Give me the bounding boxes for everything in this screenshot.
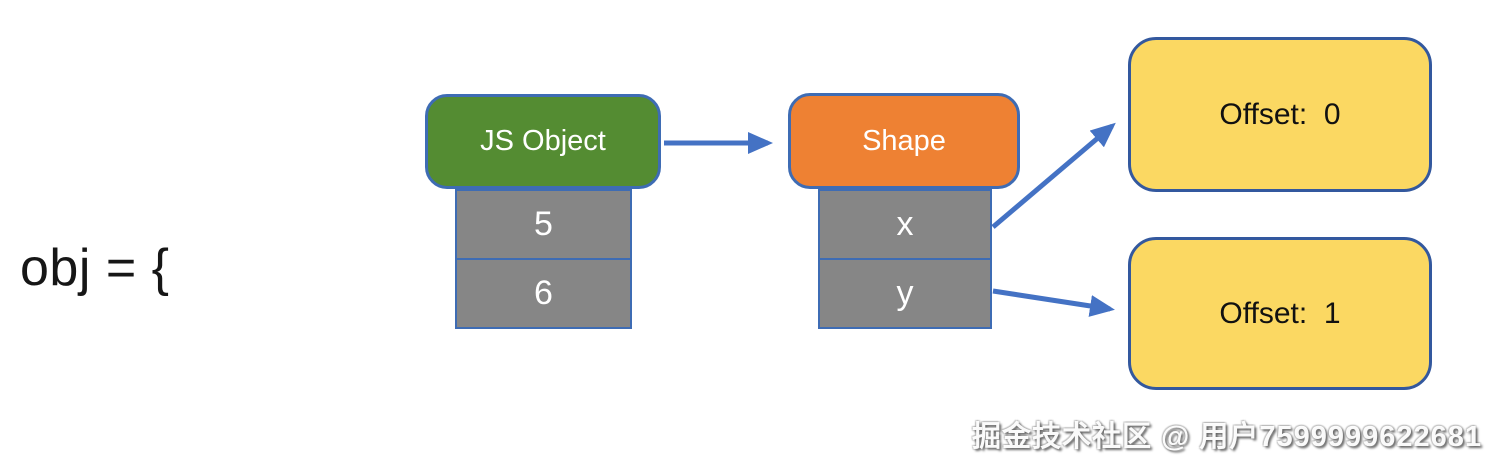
js-object-label: JS Object [480,125,606,157]
js-object-slot-0: 5 [455,189,632,260]
js-object-slot-1: 6 [455,258,632,329]
offset-1-node: Offset: 1 [1128,237,1432,390]
watermark: 掘金技术社区 @ 用户7599999622681 [971,421,1482,453]
js-object-slots: 5 6 [455,189,632,329]
offset-0-node: Offset: 0 [1128,37,1432,192]
offset-1-label: Offset: 1 [1219,296,1341,330]
shape-node: Shape [788,93,1020,189]
shape-slots: x y [818,189,992,329]
code-snippet: obj = { x: 5, y: 6 } [20,78,179,460]
js-object-node: JS Object [425,94,661,189]
shape-label: Shape [862,124,946,157]
offset-0-label: Offset: 0 [1219,97,1341,131]
code-line-open: obj = { [20,239,170,297]
arrow-y-to-offset1 [992,288,1115,317]
shape-slot-y: y [818,258,992,329]
shape-slot-x: x [818,189,992,260]
